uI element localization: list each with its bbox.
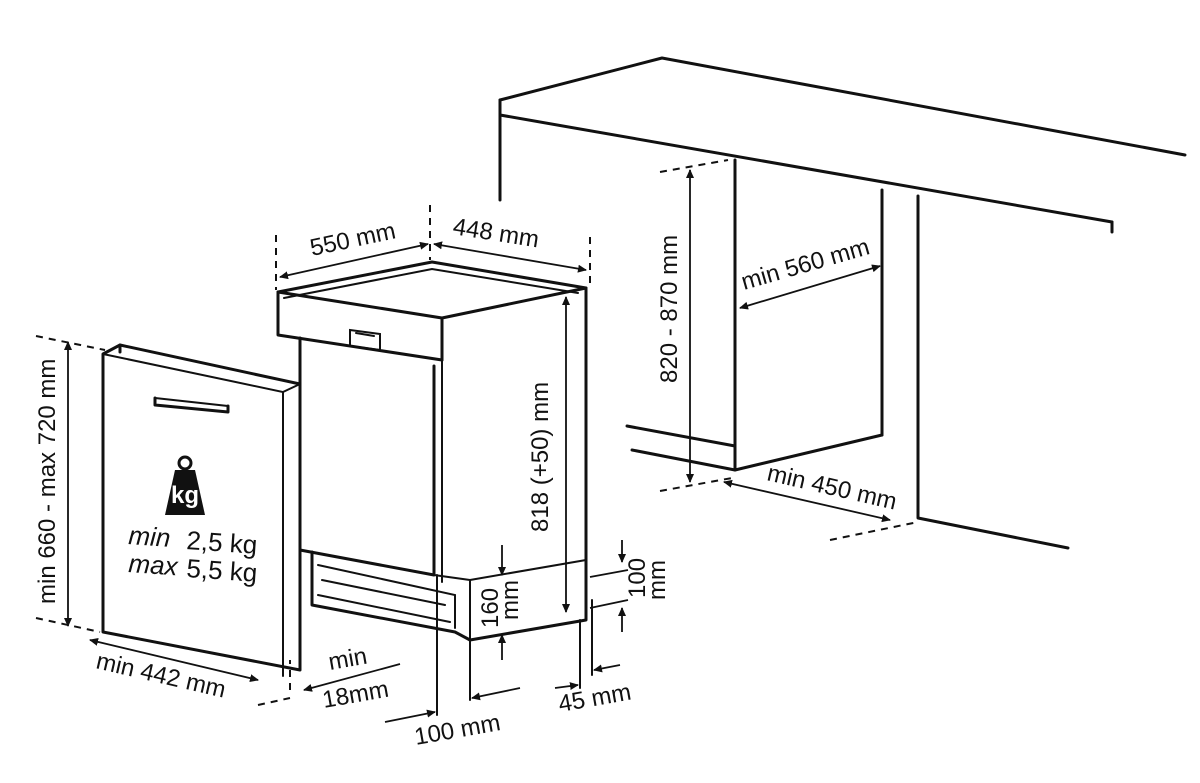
door-weight-text: min 2,5 kg max 5,5 kg [128, 520, 259, 588]
door-thickness-min-label: min [326, 643, 369, 676]
niche-height-label: 820 - 870 mm [656, 235, 683, 383]
plinth-height-value: 160 [477, 588, 504, 628]
door-thickness-value-label: 18mm [320, 676, 390, 714]
door-height-label: min 660 - max 720 mm [34, 359, 61, 604]
appliance-height-label: 818 (+50) mm [527, 382, 554, 532]
plinth-gap-value: 100 [624, 558, 651, 598]
door-panel [35, 335, 401, 706]
plinth-offset-label: 100 mm [412, 709, 502, 751]
appliance-depth-label: 550 mm [308, 217, 398, 261]
side-gap-label: 45 mm [556, 679, 633, 718]
niche-depth-label: min 560 mm [738, 233, 872, 295]
weight-max-value: 5,5 kg [186, 553, 259, 588]
weight-min-value: 2,5 kg [186, 525, 259, 560]
weight-icon [165, 455, 205, 515]
door-width-label: min 442 mm [94, 648, 229, 704]
plinth-height-unit: mm [497, 580, 524, 620]
weight-icon-text: kg [171, 482, 199, 509]
weight-max-word: max [128, 548, 180, 581]
plinth-gap-unit: mm [644, 560, 671, 600]
weight-min-word: min [128, 520, 172, 553]
appliance-width-label: 448 mm [451, 213, 541, 253]
kitchen-niche [498, 56, 1187, 550]
dishwasher-body [275, 205, 629, 723]
